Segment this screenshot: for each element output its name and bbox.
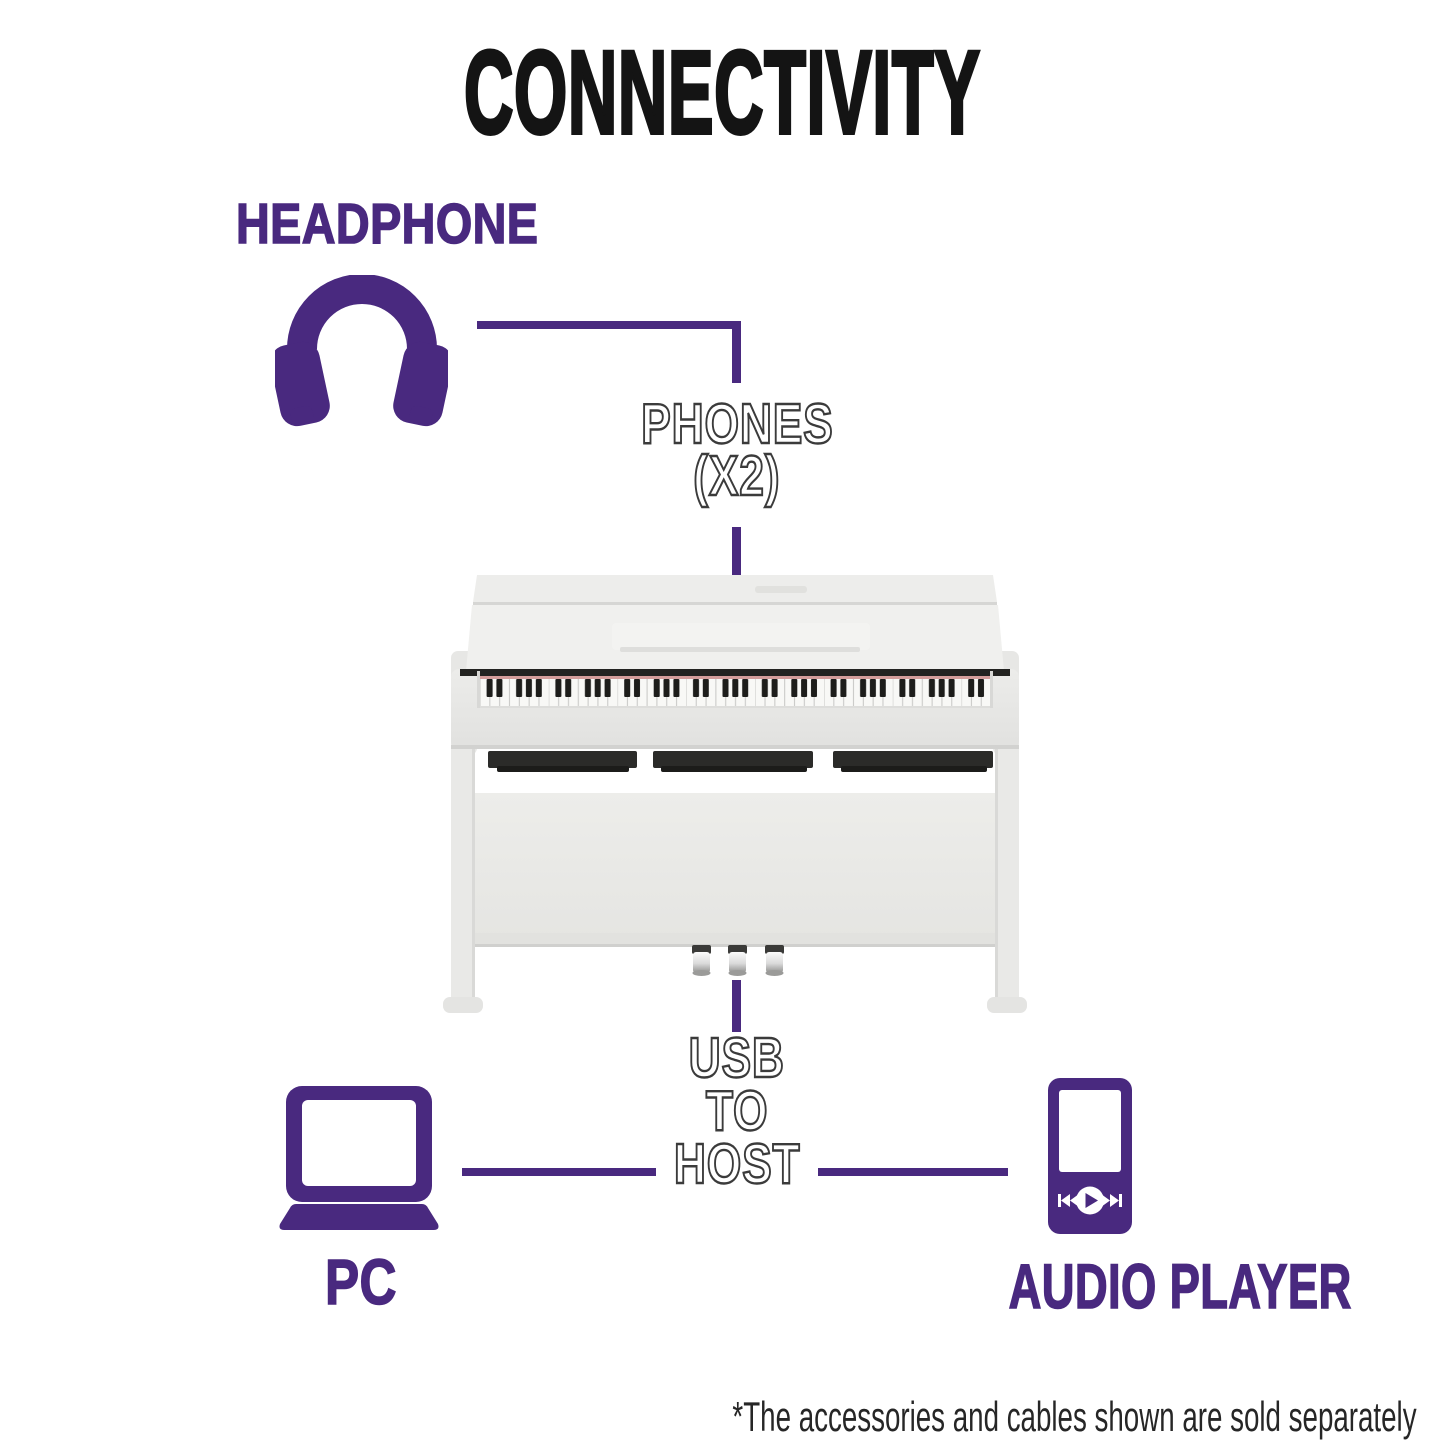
headphone-node-label: HEADPHONE xyxy=(235,192,539,256)
player-play-icon xyxy=(1076,1186,1104,1215)
piano-pedals xyxy=(692,945,784,976)
portable-audio-player-icon xyxy=(1048,1078,1132,1234)
connector-piano-usb xyxy=(732,980,741,1032)
connector-headphone-phones-horizontal xyxy=(477,321,741,329)
audio-player-node-label: AUDIO PLAYER xyxy=(1008,1252,1352,1322)
piano-speaker-grille xyxy=(488,751,993,772)
phones-port-label: PHONES (X2) xyxy=(640,392,834,508)
pc-node-label: PC xyxy=(324,1246,397,1318)
piano-back-panel xyxy=(475,793,995,947)
connector-usb-audioplayer xyxy=(818,1168,1008,1176)
page-title: CONNECTIVITY xyxy=(0,27,1445,159)
connector-phones-piano xyxy=(732,527,741,578)
headphones-icon xyxy=(275,275,448,427)
connector-pc-usb xyxy=(462,1168,656,1176)
page-title-text: CONNECTIVITY xyxy=(463,27,981,159)
piano-legs xyxy=(443,749,1027,1013)
digital-piano-image xyxy=(443,575,1027,1013)
piano-music-rest xyxy=(466,605,1004,671)
laptop-icon xyxy=(279,1086,439,1230)
footnote: *The accessories and cables shown are so… xyxy=(732,1393,1417,1440)
piano-top-lid xyxy=(473,575,997,605)
connector-headphone-phones-vertical xyxy=(732,321,741,383)
piano-keyboard xyxy=(477,671,993,708)
player-skip-forward-icon xyxy=(1101,1194,1122,1207)
usb-to-host-port-label: USB TO HOST xyxy=(673,1026,801,1196)
